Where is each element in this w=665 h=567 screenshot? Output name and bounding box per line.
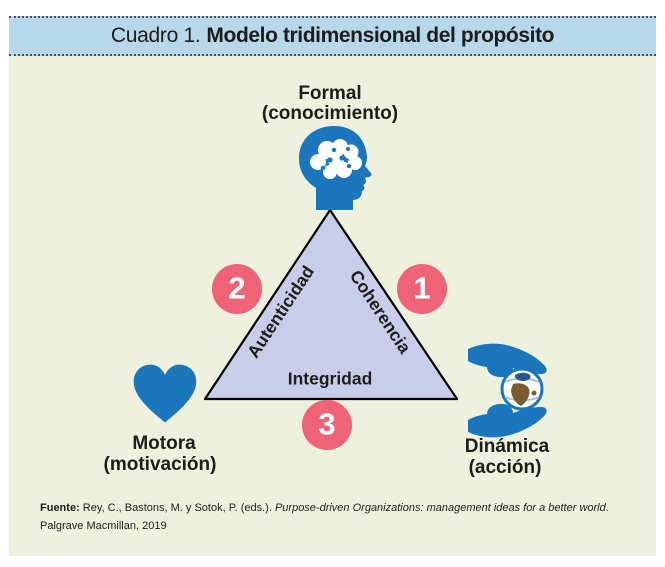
node-formal-label: Formal [298, 83, 362, 104]
source-label: Fuente: [40, 502, 80, 514]
badge-number-2: 2 [228, 270, 246, 306]
source-line-1: Fuente: Rey, C., Bastons, M. y Sotok, P.… [40, 499, 640, 517]
badge-number-3: 3 [318, 406, 336, 442]
node-formal-sublabel: (conocimiento) [261, 103, 399, 124]
heart-icon [133, 364, 197, 423]
triangle-shape [203, 208, 459, 401]
head-brain-icon [299, 126, 372, 210]
triangle-side-bottom-label: Integridad [287, 368, 373, 389]
figure-number: Cuadro 1. [110, 24, 201, 47]
source-book-title: Purpose-driven Organizations: management… [274, 502, 606, 514]
figure-title: Modelo tridimensional del propósito [206, 24, 555, 47]
node-dinamica-sublabel: (acción) [468, 457, 542, 478]
figure-header: Cuadro 1. Modelo tridimensional del prop… [9, 16, 656, 56]
hands-globe-icon [468, 343, 547, 438]
source-suffix: . [605, 502, 609, 514]
node-motora-label: Motora [132, 433, 196, 454]
badge-circle-1 [397, 264, 447, 314]
badge-circle-3 [302, 400, 352, 450]
source-note: Fuente: Rey, C., Bastons, M. y Sotok, P.… [40, 499, 640, 535]
node-motora-sublabel: (motivación) [103, 454, 217, 475]
badge-circle-2 [212, 264, 262, 314]
badge-number-1: 1 [413, 270, 431, 306]
source-authors: Rey, C., Bastons, M. y Sotok, P. (eds.). [79, 502, 275, 514]
source-line-2: Palgrave Macmillan, 2019 [40, 520, 167, 532]
node-dinamica-label: Dinámica [464, 436, 550, 457]
